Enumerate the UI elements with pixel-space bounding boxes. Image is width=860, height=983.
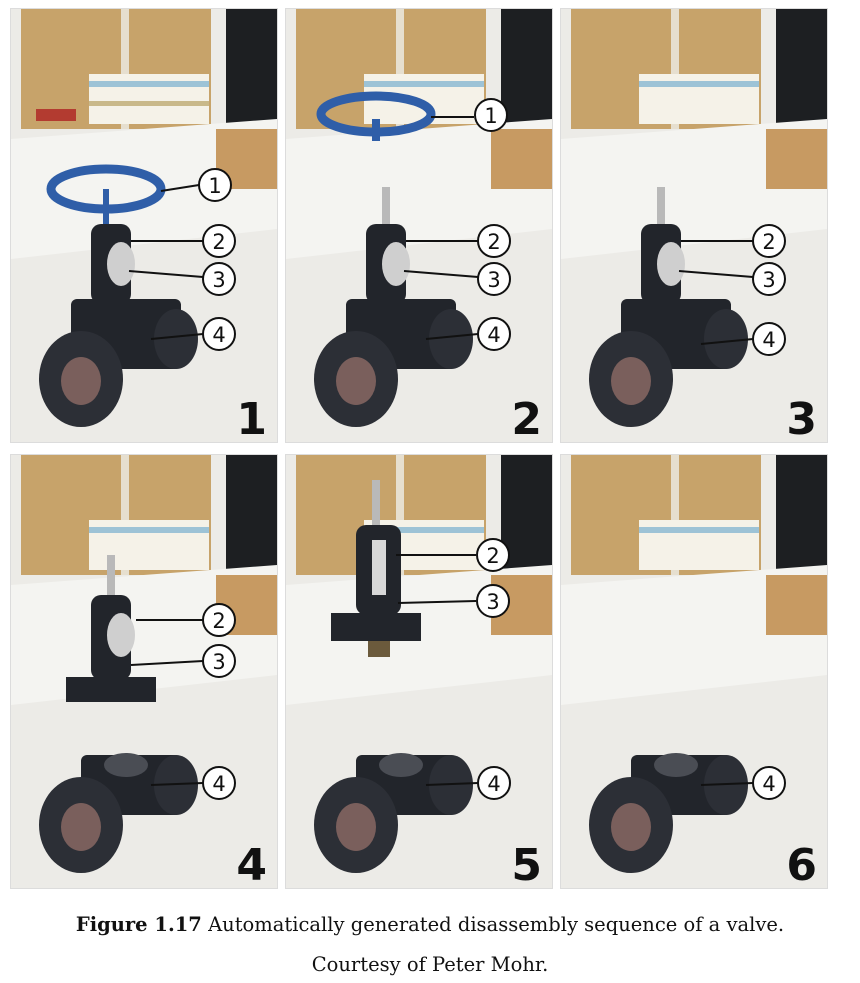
step-number: 3 [786,394,817,442]
svg-text:4: 4 [762,328,775,352]
svg-text:4: 4 [762,772,775,796]
stem-part-3 [107,613,135,657]
callout-3: 3 [477,262,511,296]
callout-4: 4 [477,317,511,351]
panel-step-5: 2 3 4 5 [285,454,553,889]
callout-3: 3 [202,644,236,678]
figure-caption: Figure 1.17 Automatically generated disa… [0,915,860,935]
callout-2: 2 [476,538,510,572]
figure-credit: Courtesy of Peter Mohr. [311,953,549,976]
svg-text:2: 2 [486,544,499,568]
cardboard-box [766,575,827,635]
svg-text:4: 4 [487,772,500,796]
svg-text:2: 2 [212,230,225,254]
callout-3: 3 [202,262,236,296]
step-number: 4 [236,840,267,888]
step-number: 5 [511,840,542,888]
panel-2-image: 1 2 3 4 2 [286,9,552,442]
cardboard-box [491,129,552,189]
svg-text:1: 1 [208,174,221,198]
step-number: 6 [786,840,817,888]
panel-3-image: 2 3 4 3 [561,9,827,442]
panel-6-image: 4 6 [561,455,827,888]
desk [561,565,827,705]
callout-4: 4 [477,766,511,800]
callout-4: 4 [752,766,786,800]
panel-step-3: 2 3 4 3 [560,8,828,443]
callout-3: 3 [476,584,510,618]
svg-text:4: 4 [487,323,500,347]
callout-2: 2 [752,224,786,258]
stem-part-3 [382,242,410,286]
callout-4: 4 [752,322,786,356]
svg-text:3: 3 [212,650,225,674]
svg-text:2: 2 [212,609,225,633]
stem-part-3 [372,540,386,595]
svg-text:3: 3 [762,268,775,292]
desk [11,119,277,259]
step-number: 2 [511,394,542,442]
svg-text:3: 3 [487,268,500,292]
figure-panels: 1 2 3 4 1 [10,8,828,889]
callout-2: 2 [202,224,236,258]
svg-text:3: 3 [486,590,499,614]
figure-label: Figure 1.17 [75,913,202,936]
callout-4: 4 [202,766,236,800]
panel-step-2: 1 2 3 4 2 [285,8,553,443]
panel-step-4: 2 3 4 4 [10,454,278,889]
callout-2: 2 [202,603,236,637]
stem-part-3 [657,242,685,286]
cardboard-box [766,129,827,189]
desk [286,119,552,259]
svg-text:4: 4 [212,323,225,347]
panel-4-image: 2 3 4 4 [11,455,277,888]
panel-5-image: 2 3 4 5 [286,455,552,888]
panel-step-1: 1 2 3 4 1 [10,8,278,443]
panel-1-image: 1 2 3 4 1 [11,9,277,442]
callout-4: 4 [202,317,236,351]
callout-2: 2 [477,224,511,258]
svg-text:4: 4 [212,772,225,796]
step-number: 1 [236,394,267,442]
svg-text:2: 2 [487,230,500,254]
callout-1: 1 [198,168,232,202]
svg-text:1: 1 [484,104,497,128]
desk [561,119,827,259]
callout-3: 3 [752,262,786,296]
panel-step-6: 4 6 [560,454,828,889]
callout-1: 1 [474,98,508,132]
svg-text:3: 3 [212,268,225,292]
figure-caption-text: Automatically generated disassembly sequ… [201,913,785,936]
svg-text:2: 2 [762,230,775,254]
stem-part-3 [107,242,135,286]
